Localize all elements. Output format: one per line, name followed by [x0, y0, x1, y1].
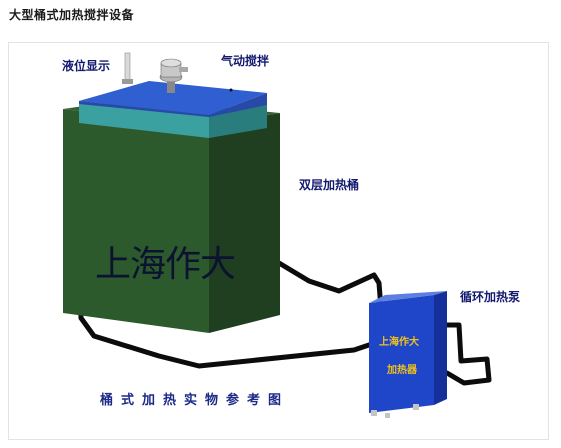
pneumatic-stirrer-label: 气动搅拌	[221, 54, 270, 68]
brand-watermark: 上海作大	[95, 244, 236, 285]
pump-panel-model: 加热器	[387, 365, 417, 376]
pump-panel-brand: 上海作大	[379, 337, 419, 348]
pneumatic-stirrer	[159, 58, 188, 93]
level-display-label: 液位显示	[62, 59, 111, 73]
tank-lid	[79, 81, 267, 138]
equipment-illustration: 液位显示 气动搅拌 双层加热桶 循环加热泵 上海作大 上海作大 加热器 桶式加热…	[8, 42, 549, 440]
page-title: 大型桶式加热搅拌设备	[9, 8, 135, 22]
level-display-rod	[122, 52, 133, 84]
figure-caption: 桶式加热实物参考图	[100, 393, 290, 408]
heating-pump-unit	[369, 291, 447, 418]
tank-body	[63, 99, 280, 333]
circulation-pump-label: 循环加热泵	[460, 290, 521, 304]
double-layer-tank-label: 双层加热桶	[299, 178, 360, 192]
equipment-drawing	[63, 52, 492, 418]
